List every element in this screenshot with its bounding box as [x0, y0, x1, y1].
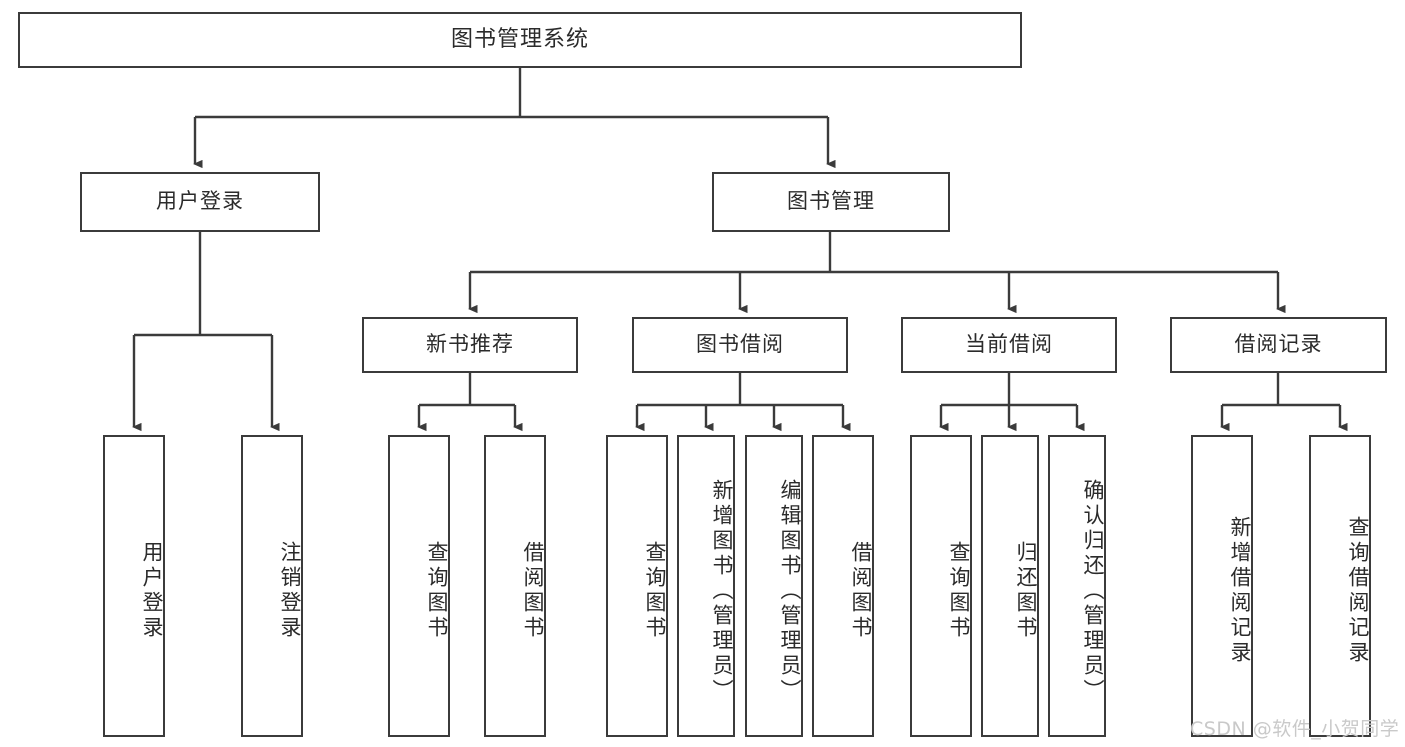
leaf-logout-login[interactable]: 注销登录 [241, 435, 303, 737]
node-book-borrow[interactable]: 图书借阅 [632, 317, 848, 373]
leaf-add-book[interactable]: 新增图书（管理员） [677, 435, 735, 737]
leaf-return-book[interactable]: 归还图书 [981, 435, 1039, 737]
node-book-manage[interactable]: 图书管理 [712, 172, 950, 232]
node-current-borrow[interactable]: 当前借阅 [901, 317, 1117, 373]
leaf-edit-book[interactable]: 编辑图书（管理员） [745, 435, 803, 737]
leaf-query-book-borrow[interactable]: 查询图书 [606, 435, 668, 737]
node-root-system[interactable]: 图书管理系统 [18, 12, 1022, 68]
leaf-user-login[interactable]: 用户登录 [103, 435, 165, 737]
node-new-book-recommend[interactable]: 新书推荐 [362, 317, 578, 373]
leaf-add-borrow-record[interactable]: 新增借阅记录 [1191, 435, 1253, 737]
leaf-confirm-return[interactable]: 确认归还（管理员） [1048, 435, 1106, 737]
node-user-login[interactable]: 用户登录 [80, 172, 320, 232]
leaf-borrow-book[interactable]: 借阅图书 [812, 435, 874, 737]
leaf-query-borrow-record[interactable]: 查询借阅记录 [1309, 435, 1371, 737]
leaf-query-book-recommend[interactable]: 查询图书 [388, 435, 450, 737]
leaf-borrow-book-recommend[interactable]: 借阅图书 [484, 435, 546, 737]
leaf-query-book-current[interactable]: 查询图书 [910, 435, 972, 737]
node-borrow-record[interactable]: 借阅记录 [1170, 317, 1387, 373]
